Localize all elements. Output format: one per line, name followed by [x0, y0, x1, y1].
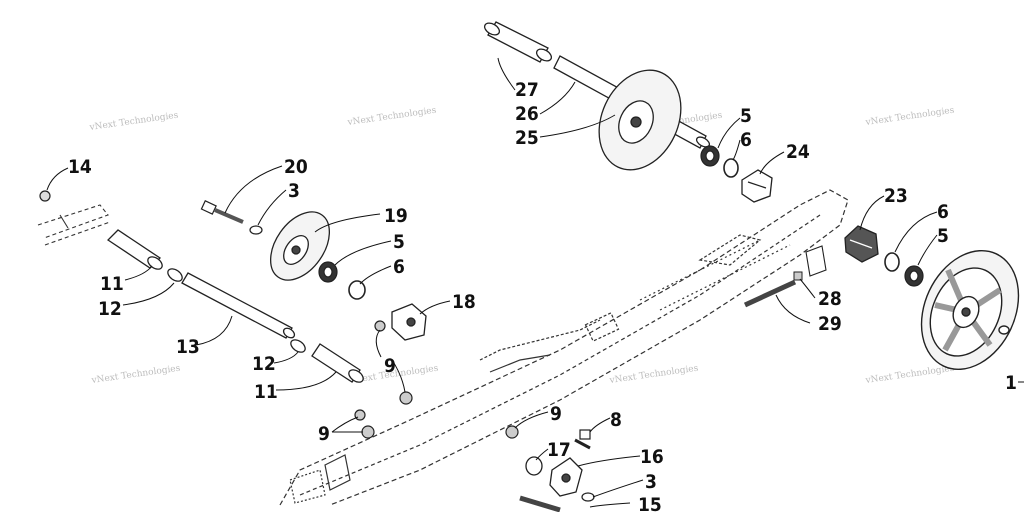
- callout-15: 15: [638, 494, 662, 512]
- spacer-part-27: [483, 21, 553, 63]
- callout-16: 16: [640, 446, 664, 468]
- mount-bracket: [805, 245, 827, 277]
- snap-ring-part-6-left: [348, 280, 366, 300]
- callout-24: 24: [786, 141, 810, 163]
- callout-27: 27: [515, 79, 539, 101]
- axle-cap-part-23: [844, 225, 879, 263]
- callout-23: 23: [884, 185, 908, 207]
- callout-5: 5: [740, 105, 752, 127]
- spacer-part-11-upper: [106, 229, 162, 269]
- spacer-part-17: [525, 456, 543, 476]
- bracket-part-18: [391, 303, 427, 341]
- washer-part-3-upper: [249, 225, 263, 235]
- callout-25: 25: [515, 127, 539, 149]
- callout-3: 3: [288, 180, 300, 202]
- washer-part-3-lower: [581, 492, 595, 502]
- callout-14: 14: [68, 156, 92, 178]
- bolt-part-8: [574, 429, 591, 450]
- idler-wheel-part-19: [269, 211, 331, 281]
- callout-28: 28: [818, 288, 842, 310]
- callout-8: 8: [610, 409, 622, 431]
- axle-cap-part-24: [741, 169, 773, 203]
- watermark: vNext Technologies: [90, 364, 181, 387]
- bearing-part-5-right: [904, 265, 924, 287]
- spacer-part-11-lower: [311, 343, 361, 383]
- callout-6: 6: [393, 256, 405, 278]
- wheel-assembly-part-1: [920, 249, 1020, 371]
- bearing-part-5-left: [318, 261, 338, 283]
- snap-ring-part-6-right: [884, 252, 900, 272]
- frame-tube-end: [37, 204, 111, 246]
- nuts-part-9: [354, 320, 519, 439]
- nut-part-14: [39, 190, 51, 202]
- rail-frame: [279, 189, 849, 506]
- callout-17: 17: [547, 439, 571, 461]
- callout-11: 11: [100, 273, 124, 295]
- bolt-part-29: [743, 279, 797, 308]
- nut-part-28: [793, 271, 803, 281]
- bolt-part-20: [200, 200, 244, 224]
- snap-ring-part-6-upper: [723, 158, 739, 178]
- callout-29: 29: [818, 313, 842, 335]
- callout-26: 26: [515, 103, 539, 125]
- callout-6: 6: [740, 129, 752, 151]
- bearing-part-5-upper: [700, 145, 720, 167]
- callout-11: 11: [254, 381, 278, 403]
- bolt-part-15: [519, 495, 561, 512]
- callout-1: 1: [1005, 372, 1017, 394]
- bracket-part-16: [549, 457, 583, 497]
- callout-18: 18: [452, 291, 476, 313]
- callout-5: 5: [937, 225, 949, 247]
- watermark: vNext Technologies: [346, 106, 437, 129]
- callout-19: 19: [384, 205, 408, 227]
- watermark: vNext Technologies: [864, 364, 955, 387]
- axle-spacers-left: [106, 229, 364, 383]
- leader-lines: [46, 57, 1024, 508]
- callout-5: 5: [393, 231, 405, 253]
- watermark: vNext Technologies: [88, 111, 179, 134]
- callout-labels: 27 26 25 5 6 24 23 6 5 14 20 3 19 5 6 18…: [68, 79, 1017, 512]
- callout-20: 20: [284, 156, 308, 178]
- callout-12: 12: [98, 298, 122, 320]
- callout-9: 9: [318, 423, 330, 445]
- wheel-part-25: [598, 69, 682, 171]
- watermark: vNext Technologies: [608, 364, 699, 387]
- callout-13: 13: [176, 336, 200, 358]
- watermark: vNext Technologies: [864, 106, 955, 129]
- callout-12: 12: [252, 353, 276, 375]
- washer-part-12-upper: [167, 268, 183, 282]
- callout-9: 9: [384, 355, 396, 377]
- callout-9: 9: [550, 403, 562, 425]
- callout-3: 3: [645, 471, 657, 493]
- shaft-part-13: [181, 272, 293, 339]
- washer-part-12-lower: [290, 339, 306, 353]
- callout-6: 6: [937, 201, 949, 223]
